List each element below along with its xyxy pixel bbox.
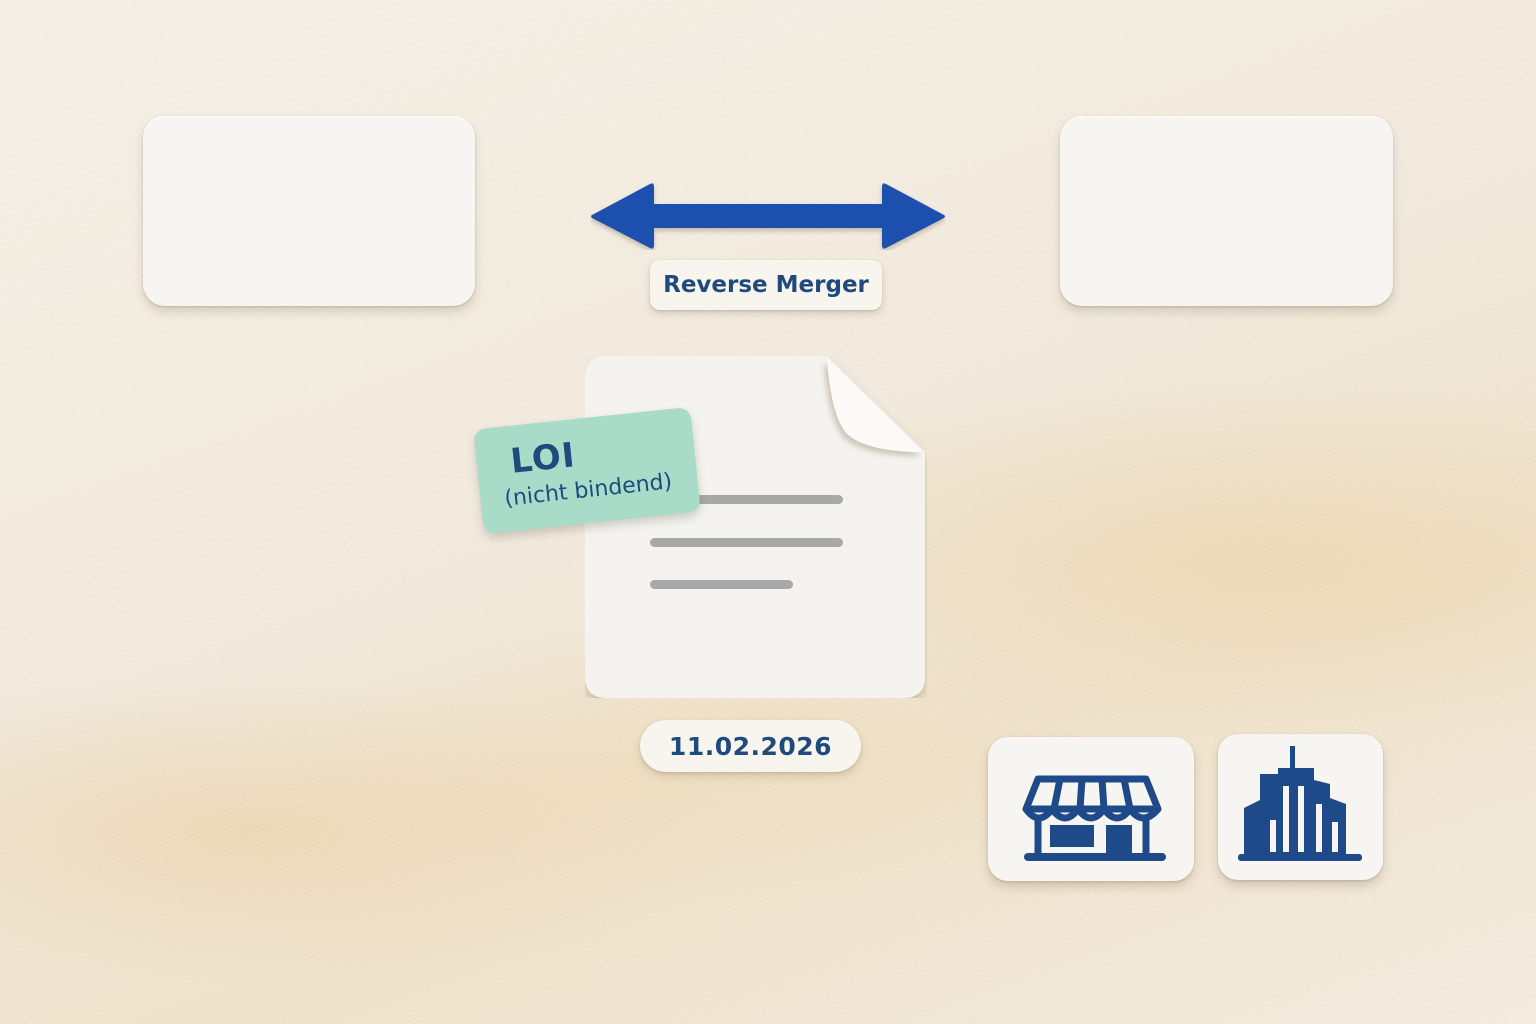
party-card-left [143, 116, 475, 306]
document-icon [585, 356, 925, 698]
date-badge: 11.02.2026 [640, 720, 861, 772]
party-card-right [1060, 116, 1393, 306]
document-line-1 [650, 495, 843, 504]
loi-tag-title: LOI [508, 435, 578, 482]
relation-label: Reverse Merger [650, 260, 882, 310]
document-line-3 [650, 580, 793, 589]
building-tile [1218, 734, 1383, 880]
storefront-icon [1022, 775, 1166, 861]
relation-label-text: Reverse Merger [663, 272, 869, 298]
date-text: 11.02.2026 [668, 731, 833, 761]
double-arrow-icon [591, 183, 945, 249]
document-line-2 [650, 538, 843, 547]
store-tile [988, 737, 1194, 881]
office-building-icon [1238, 746, 1362, 861]
